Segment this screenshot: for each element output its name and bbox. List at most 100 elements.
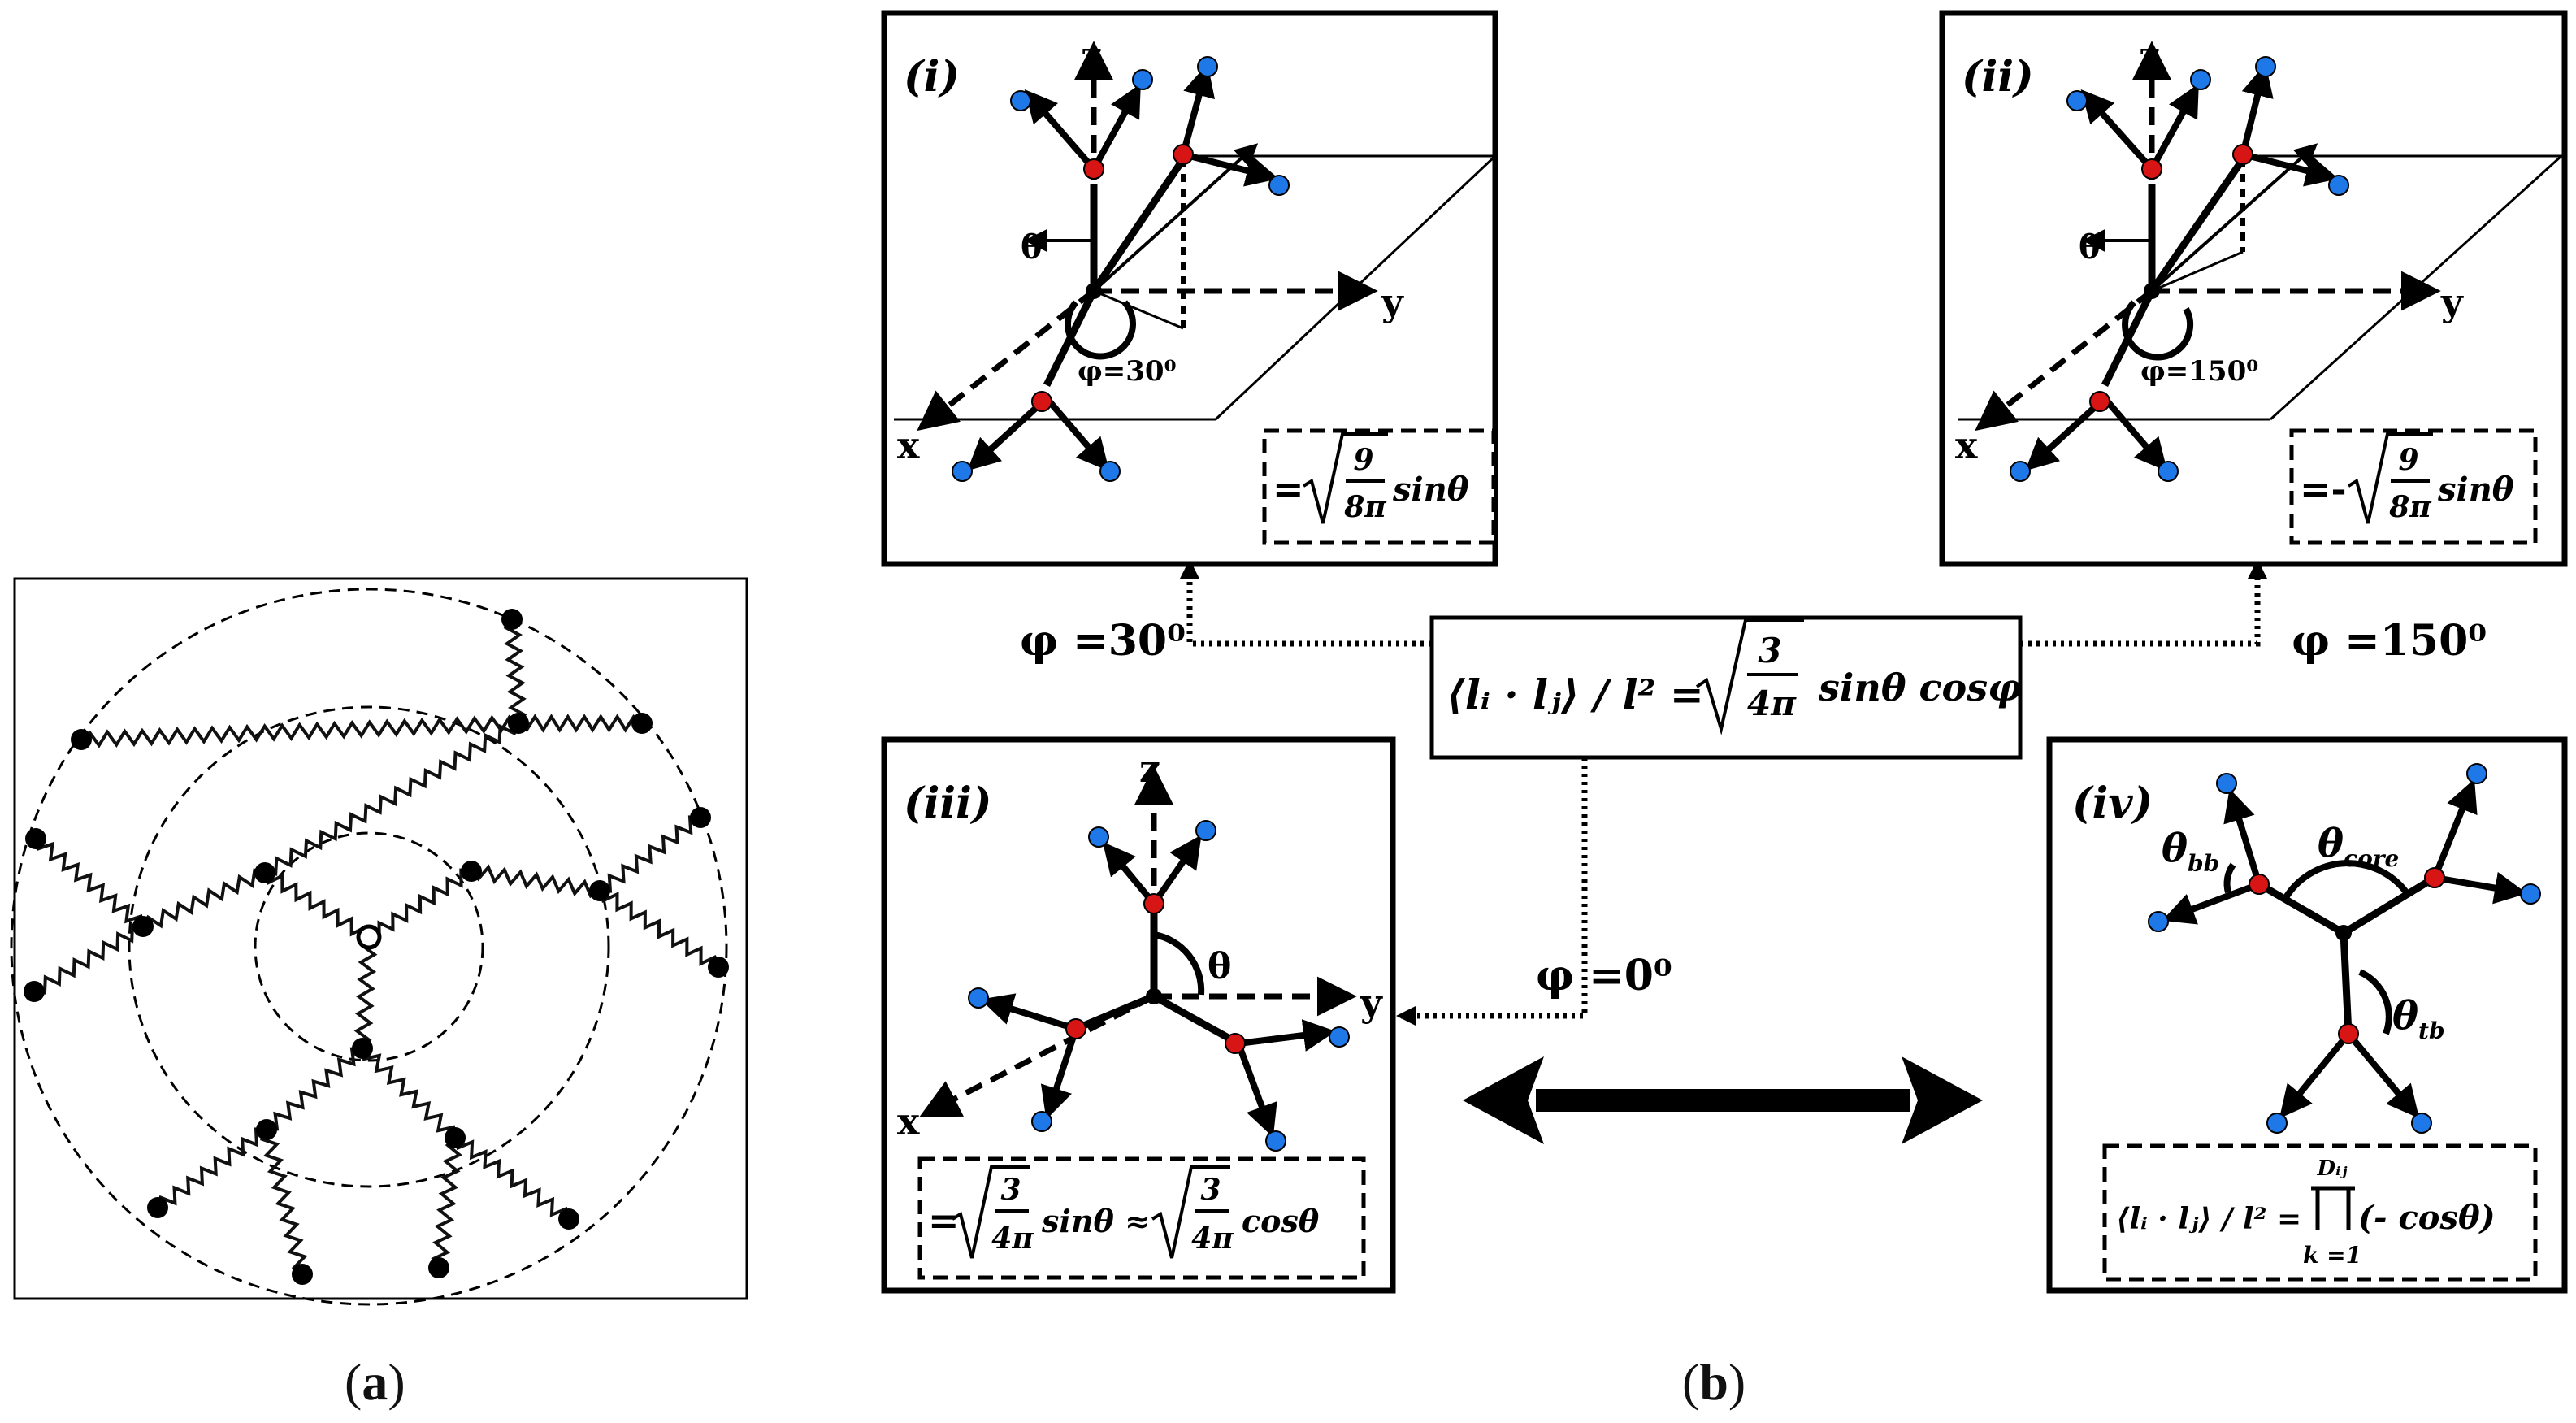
bead (292, 1264, 313, 1285)
box-iii-f-num: 3 (1000, 1173, 1021, 1207)
bead (508, 713, 529, 734)
caption-b-letter: b (1699, 1353, 1728, 1411)
caption-a-letter: a (362, 1353, 388, 1411)
axis-x-ii: x (1955, 423, 1978, 467)
center-formula-box (1429, 615, 2023, 760)
spring (517, 714, 644, 733)
spring (156, 1127, 267, 1208)
ring-middle (128, 705, 610, 1188)
spring (263, 872, 371, 938)
product-symbol (2311, 1186, 2355, 1230)
box-ii-label: (ii) (1962, 52, 2034, 102)
axis-y-ii: y (2440, 280, 2464, 324)
phi-i: φ=30⁰ (1078, 355, 1176, 388)
spring (599, 815, 701, 893)
spring (34, 838, 145, 927)
caption-a: (a) (345, 1352, 405, 1412)
box-ii: (ii) (1939, 10, 2568, 567)
spring (598, 890, 720, 968)
caption-a-close: ) (388, 1353, 405, 1411)
axis-x-i: x (897, 423, 920, 467)
box-i-formula-pre: = (1273, 467, 1304, 511)
box-iii-f-den: 4π (991, 1221, 1034, 1256)
core-bead (356, 924, 382, 950)
phi-label-bottom: φ =0⁰ (1536, 951, 1672, 1000)
spring (453, 1137, 570, 1220)
axis-y-i: y (1381, 280, 1404, 324)
box-iii-f-post: cosθ (1242, 1203, 1320, 1239)
center-sqrt (1695, 618, 1804, 735)
dotted-connectors (1186, 562, 2261, 1019)
box-i-frac-num: 9 (1353, 443, 1373, 477)
spring (361, 1048, 457, 1139)
box-iii-f-pre: = (928, 1199, 960, 1243)
box-iv-prod-bot: k =1 (2303, 1242, 2361, 1269)
bead (428, 1257, 449, 1278)
bead (708, 957, 729, 978)
box-iii-f-den2: 4π (1191, 1221, 1234, 1256)
bead (501, 609, 523, 630)
arrowhead-up-right (2248, 559, 2267, 579)
bead (256, 1119, 277, 1140)
arrowhead-left (1396, 1006, 1416, 1026)
caption-a-open: ( (345, 1353, 362, 1411)
ring-outer (10, 588, 728, 1306)
theta-tb: θtb (2392, 993, 2445, 1044)
box-iii: (iii) (881, 736, 1396, 1294)
plane-i (1178, 154, 1498, 421)
box-i-formula-post: sinθ (1392, 471, 1469, 509)
box-iv: (iv) (2046, 736, 2568, 1294)
box-i-label: (i) (904, 52, 960, 102)
bead (25, 828, 46, 849)
bead (589, 880, 610, 901)
axis-z-iii: z (1139, 747, 1160, 791)
caption-b-close: ) (1728, 1353, 1746, 1411)
box-i: (i) (881, 10, 1498, 567)
axis-z-ii: z (2139, 33, 2160, 77)
double-arrow (1463, 1056, 1983, 1144)
panel-a (10, 577, 748, 1306)
spring (470, 864, 601, 899)
spring (259, 1129, 308, 1276)
spring (368, 868, 472, 940)
phi-label-right: φ =150⁰ (2292, 616, 2487, 666)
center-formula-rhs: sinθ cosφ (1818, 666, 2022, 709)
spring (264, 722, 520, 876)
ring-inner (254, 831, 484, 1062)
bead-set (24, 609, 729, 1285)
axis-x-iii: x (897, 1100, 920, 1143)
bead (631, 713, 653, 734)
bead (132, 916, 154, 937)
spring (266, 1047, 363, 1131)
bead (147, 1197, 168, 1218)
box-ii-frac-den: 8π (2388, 490, 2431, 524)
bead (71, 729, 92, 750)
box-i-frac-den: 8π (1343, 490, 1386, 524)
bead (445, 1127, 466, 1148)
bead (558, 1208, 579, 1230)
arrowhead-up-left (1180, 559, 1199, 579)
spring (431, 1136, 463, 1269)
axis-y-iii: y (1360, 981, 1383, 1025)
spring (33, 923, 144, 995)
spring (503, 618, 527, 725)
caption-b: (b) (1682, 1352, 1746, 1412)
center-frac-den: 4π (1747, 683, 1797, 723)
box-iii-f-num2: 3 (1200, 1173, 1221, 1207)
center-frac-num: 3 (1758, 631, 1781, 670)
spring-network (33, 618, 720, 1276)
spring (353, 935, 378, 1050)
bead (352, 1038, 373, 1059)
phi-label-left: φ =30⁰ (1020, 616, 1186, 666)
caption-b-open: ( (1682, 1353, 1700, 1411)
box-ii-formula-post: sinθ (2437, 471, 2514, 509)
bead (254, 862, 275, 883)
spring (141, 868, 266, 929)
spring (80, 714, 520, 748)
theta-iii: θ (1208, 946, 1231, 987)
theta-i: θ (1021, 228, 1043, 267)
axis-z-i: z (1081, 33, 1102, 77)
box-iv-f-rhs: (- cosθ) (2358, 1199, 2496, 1237)
bead (24, 981, 45, 1002)
